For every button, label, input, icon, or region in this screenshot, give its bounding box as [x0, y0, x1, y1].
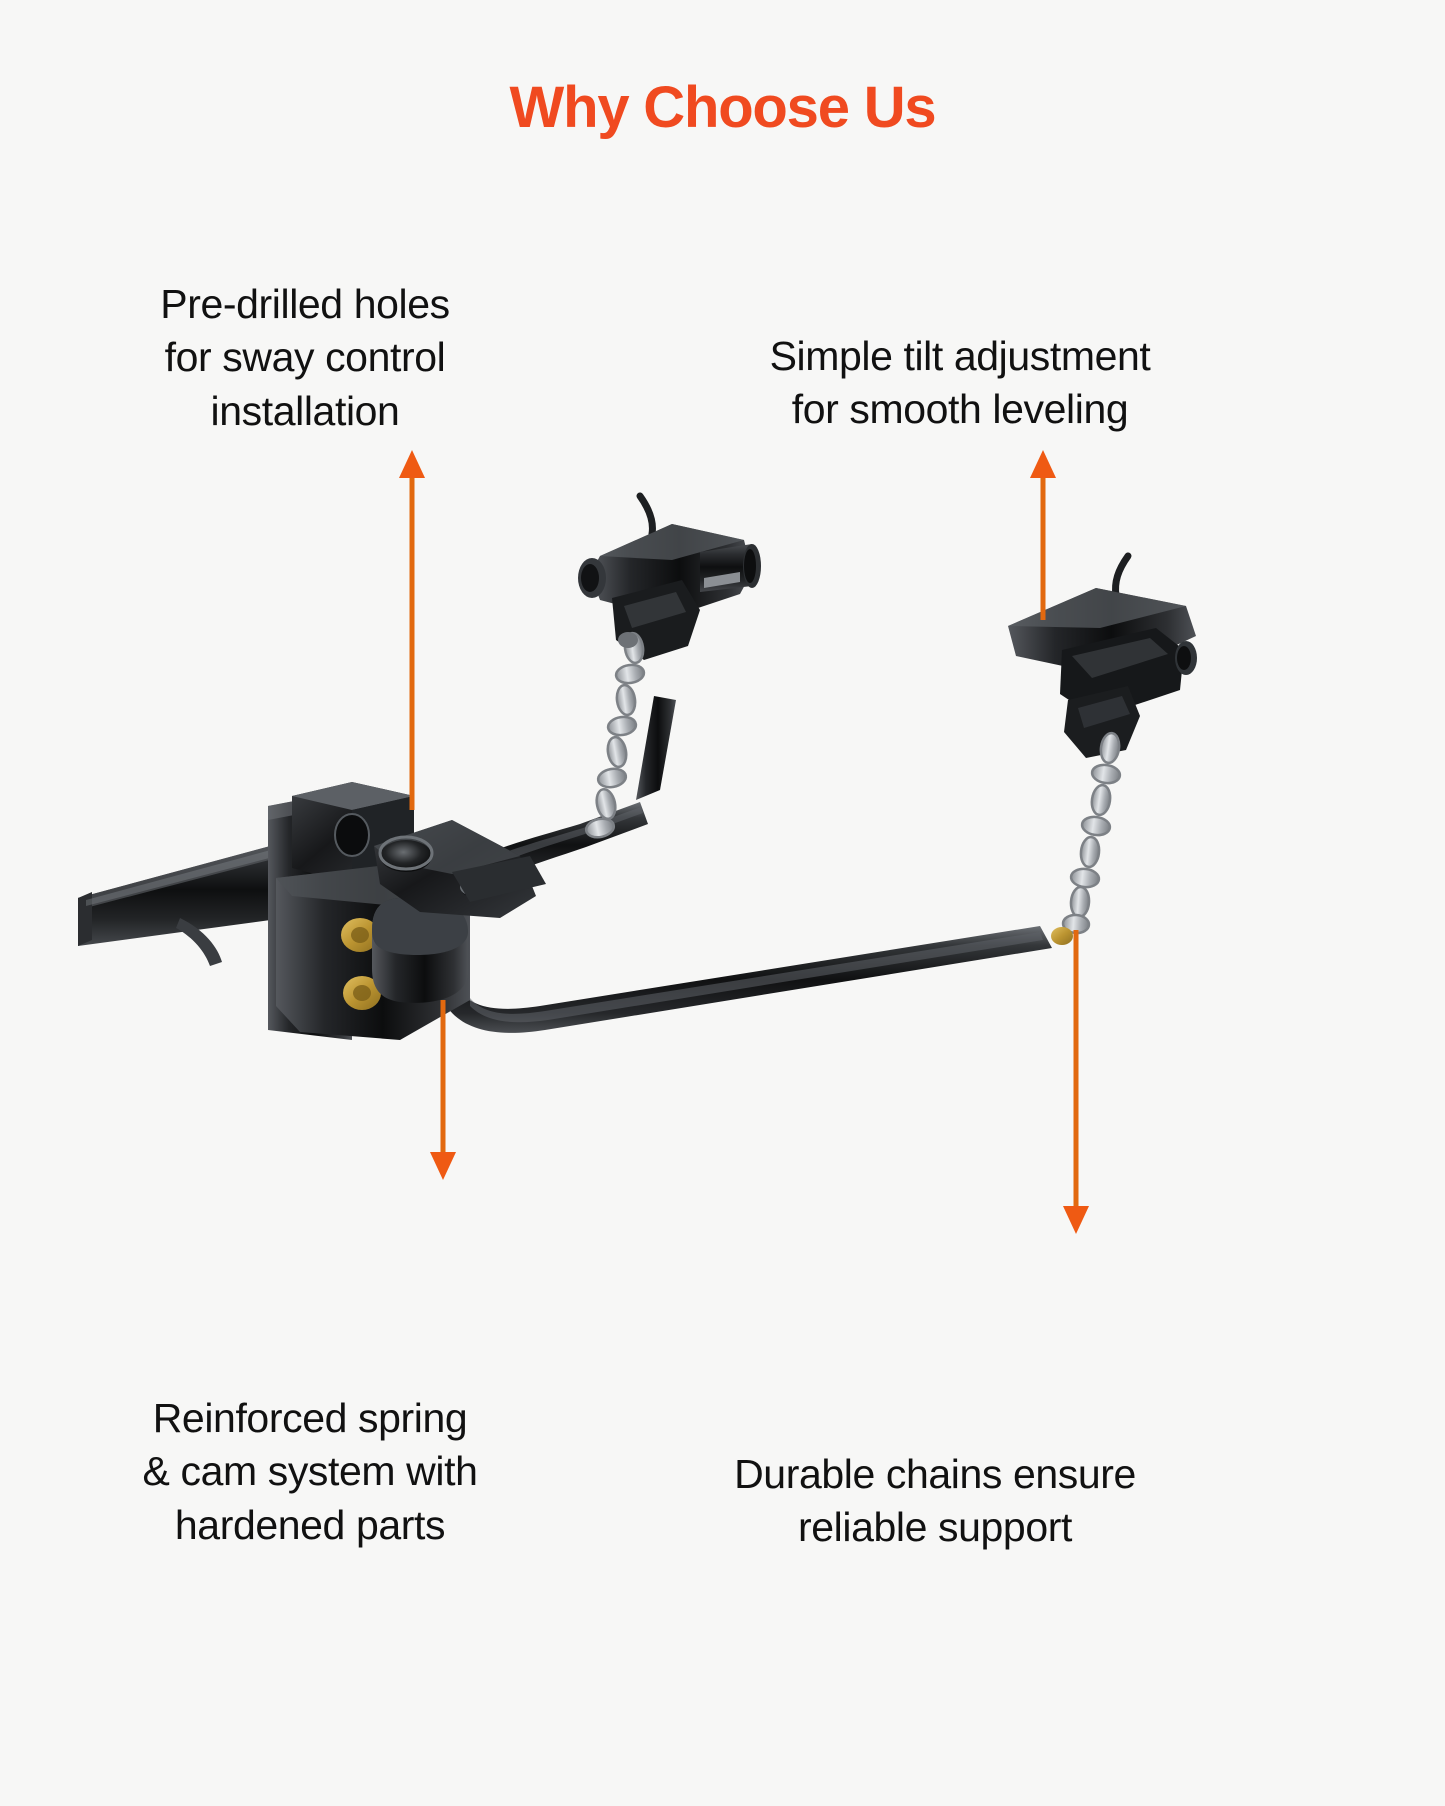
right-lift-bracket [1008, 552, 1197, 758]
ball-mount-platform [374, 820, 546, 918]
callout-reinforced-spring-cam: Reinforced spring & cam system with hard… [142, 1395, 478, 1548]
left-lift-bracket [578, 492, 761, 660]
left-spring-bar [437, 905, 1052, 1033]
callout-durable-chains: Durable chains ensure reliable support [734, 1451, 1136, 1551]
page-title: Why Choose Us [509, 75, 937, 140]
left-chain [584, 631, 646, 839]
callout-pre-drilled-holes: Pre-drilled holes for sway control insta… [160, 281, 450, 434]
chain-attachment-hardware [618, 632, 1073, 945]
cam-bolts [341, 918, 381, 1010]
right-chain [1061, 731, 1122, 935]
square-receiver-shank [78, 838, 300, 966]
callout-tilt-adjustment: Simple tilt adjustment for smooth leveli… [769, 333, 1151, 433]
